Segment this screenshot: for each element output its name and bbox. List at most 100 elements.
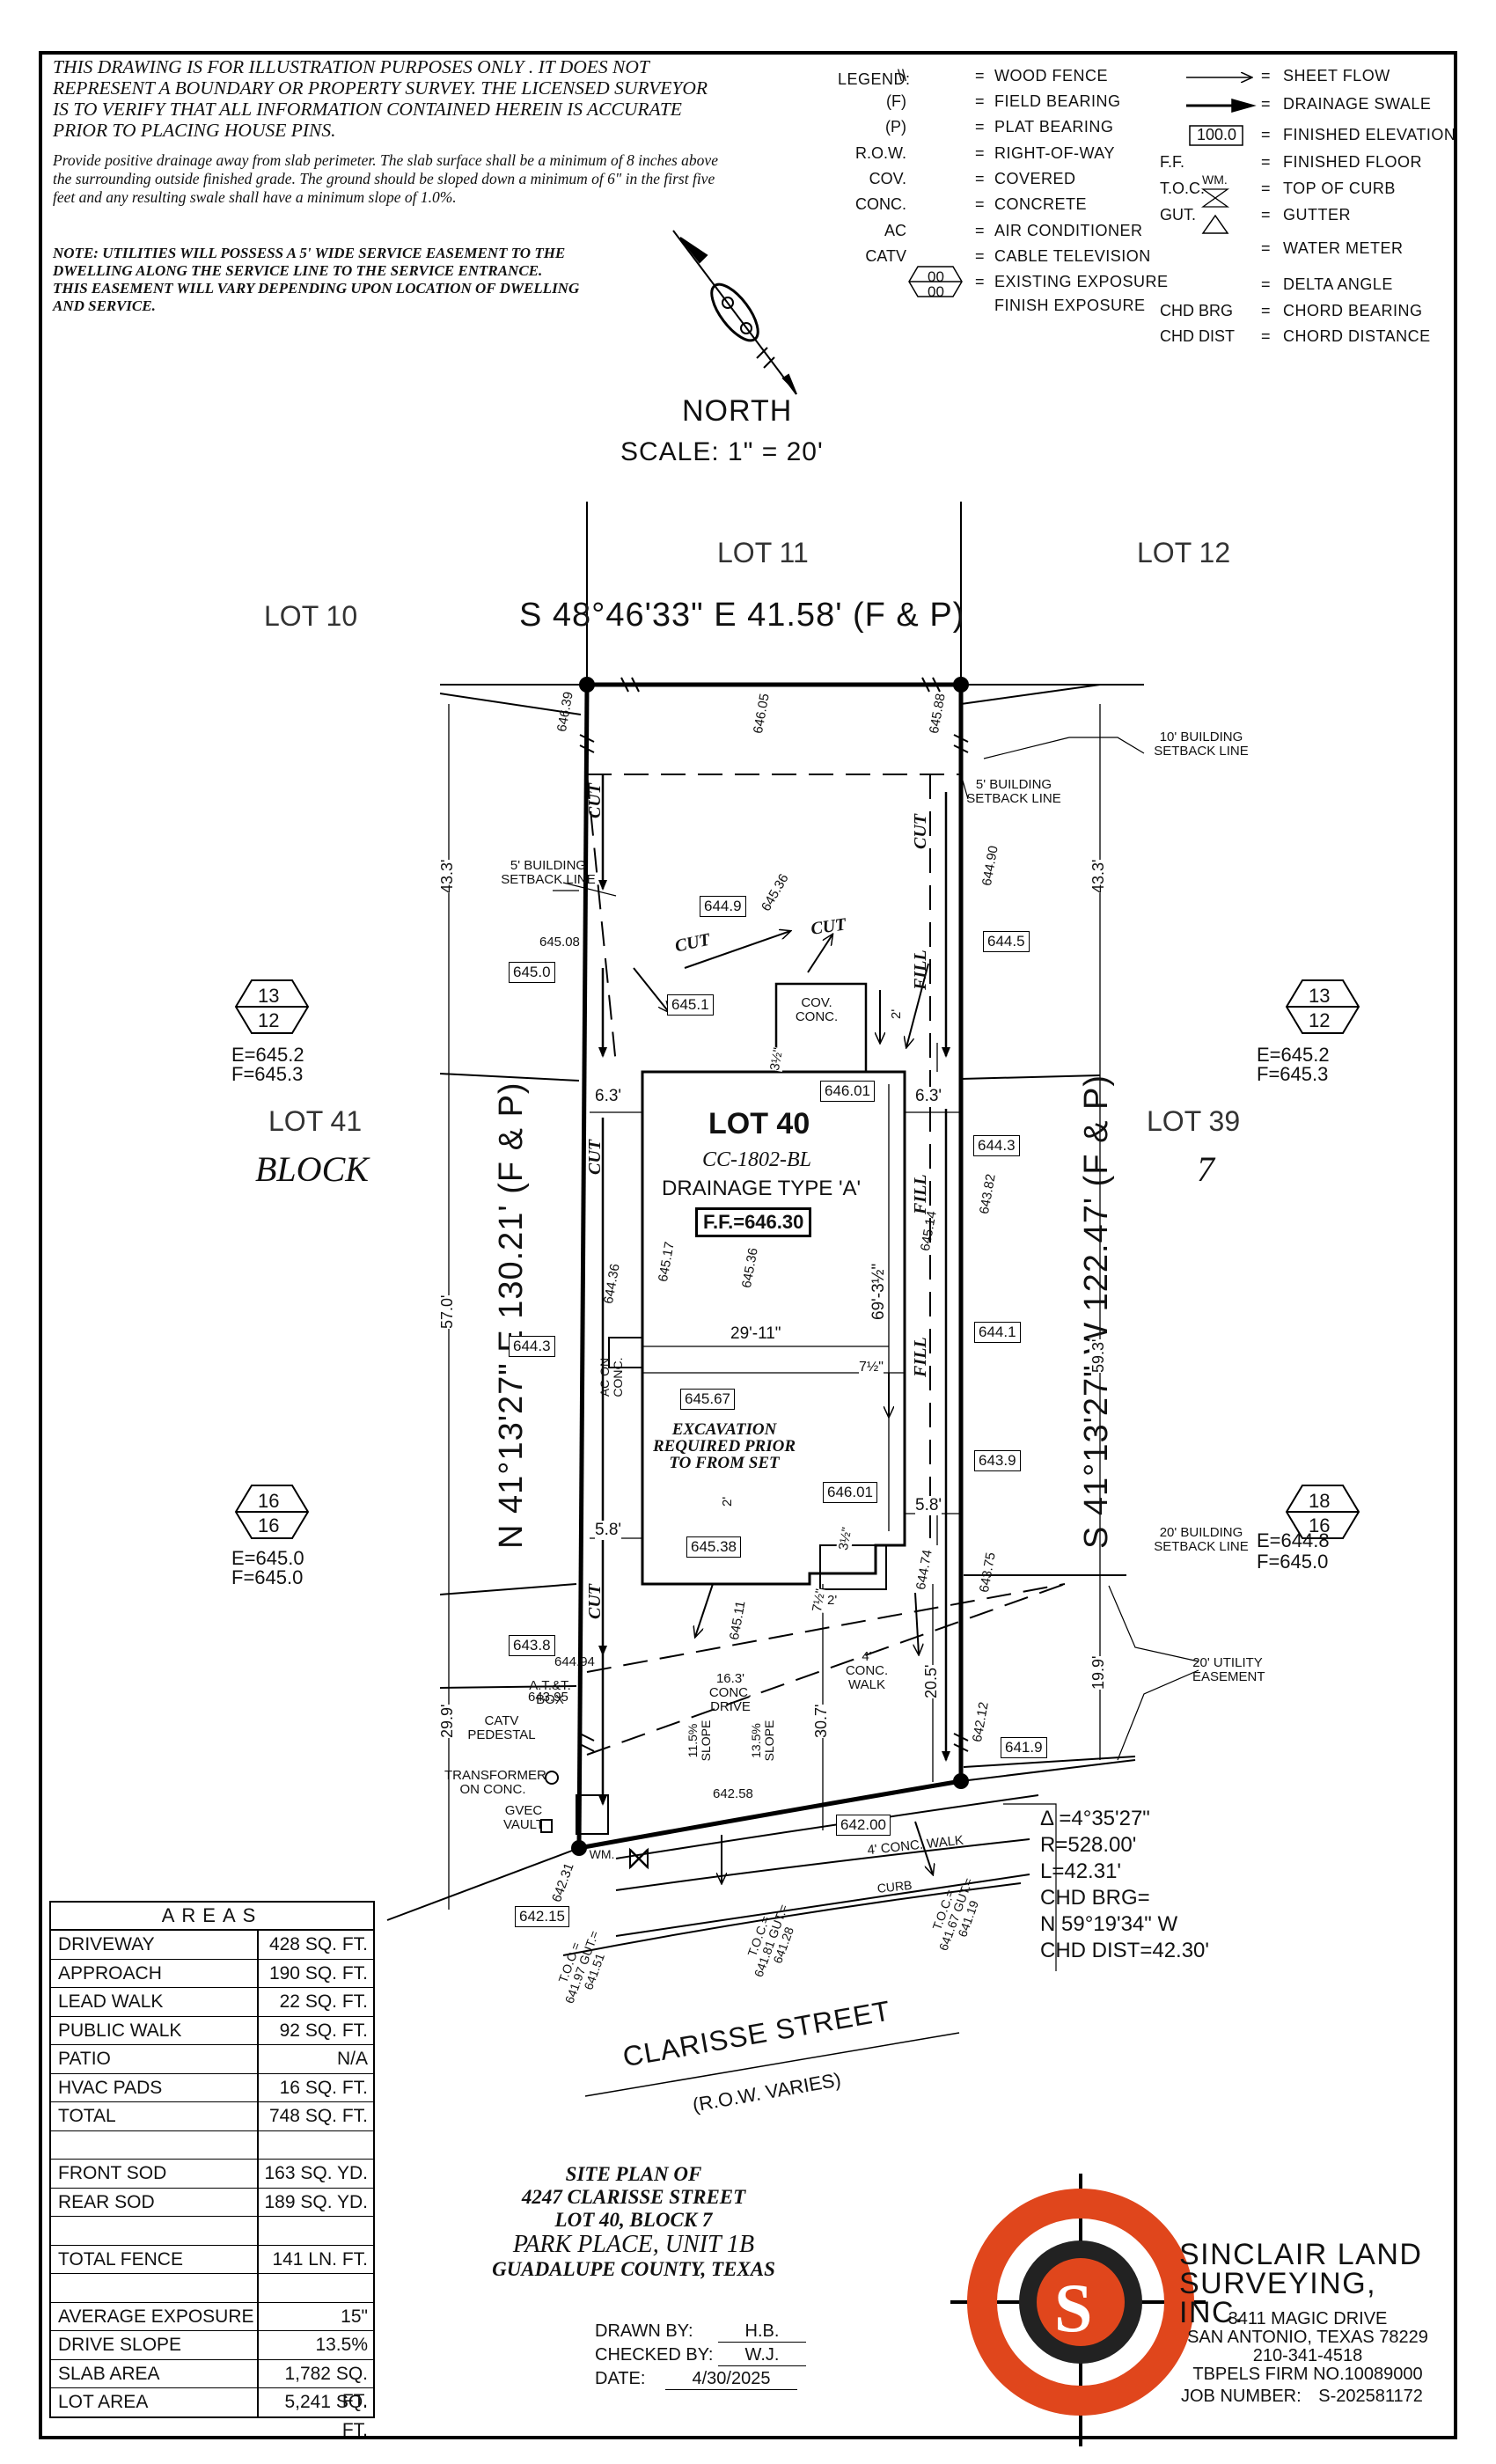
dimension-label: 30.7' [812,1704,831,1738]
plan-label-setback5-l: 5' BUILDING SETBACK LINE [501,858,596,887]
boxed-elevation: 645.1 [667,994,714,1016]
exposure-left-upper-top: 13 [258,985,280,1007]
legend-right-desc-8: CHORD BEARING [1283,302,1423,319]
legend-eq-4: = [975,170,985,187]
legend-right-eq-3: = [1261,153,1271,171]
legend-right-eq-5: = [1261,206,1271,224]
dimension-label: 43.3' [438,859,457,893]
exposure-right-lower-bottom: 16 [1309,1514,1331,1536]
legend-desc-7: CABLE TELEVISION [994,247,1151,265]
legend-right-desc-1: DRAINAGE SWALE [1283,95,1432,113]
job-number-label: JOB NUMBER: [1181,2387,1302,2406]
dimension-label: 2' [889,1008,904,1019]
boxed-elevation: 644.5 [983,931,1030,952]
curve-radius: R=528.00' [1040,1833,1137,1857]
dimension-label: 29.9' [438,1704,457,1738]
boxed-elevation: 643.8 [509,1635,555,1656]
areas-row-label: LOT AREA [51,2388,259,2416]
legend-right-desc-9: CHORD DISTANCE [1283,327,1431,345]
lot-41-label: LOT 41 [268,1105,363,1137]
plan-label-walk4: 4' CONC. WALK [845,1649,889,1692]
legend-right-desc-3: FINISHED FLOOR [1283,153,1423,171]
areas-row-value: 1,782 SQ. FT. [284,2363,368,2412]
exposure-left-lower-bottom: 16 [258,1514,280,1536]
areas-row-value: 16 SQ. FT. [279,2077,368,2098]
areas-row-label: TOTAL [51,2102,259,2130]
spot-elevation: 644.94 [554,1654,595,1669]
right-bearing: S 41°13'27" W 122.47' (F & P) [1078,1074,1115,1549]
date-value: 4/30/2025 [665,2369,797,2390]
areas-row-label: LEAD WALK [51,1988,259,2016]
cut-fill-stamp: FILL [911,950,930,990]
sheet-border [39,51,1457,2439]
legend-right-eq-0: = [1261,67,1271,84]
curve-delta: Δ =4°35'27" [1040,1807,1150,1830]
cut-fill-stamp: CUT [911,814,930,849]
legend-key-4: COV. [869,170,906,187]
spot-elevation: 645.08 [539,935,580,950]
legend-exposure-desc-2: FINISH EXPOSURE [994,297,1146,314]
dimension-label: 7½" [859,1360,884,1375]
legend-right-eq-8: = [1261,302,1271,319]
areas-row-label: HVAC PADS [51,2073,259,2101]
legend-desc-4: COVERED [994,170,1076,187]
property-boundary [576,682,964,1851]
company-logo [950,2174,1206,2446]
boxed-elevation: 645.67 [680,1389,735,1410]
street-curbs [562,1794,1039,2097]
areas-row-value: 190 SQ. FT. [268,1962,368,1984]
areas-row-value: 428 SQ. FT. [268,1934,368,1954]
house-plan: CC-1802-BL [702,1148,812,1171]
legend-right-desc-5: GUTTER [1283,206,1351,224]
exposure-hexagons [234,979,1360,1539]
boxed-elevation: 644.1 [974,1322,1021,1343]
finished-floor: F.F.=646.30 [695,1207,812,1237]
legend-right-key-2: 100.0 [1197,126,1237,143]
property-corners [571,677,969,1856]
checked-by-value: W.J. [718,2345,806,2366]
areas-row [51,2130,373,2160]
exposure-right-lower-f: F=645.0 [1257,1551,1329,1573]
areas-row-label: REAR SOD [51,2188,259,2216]
areas-row-label [51,2274,259,2302]
legend-eq-7: = [975,247,985,265]
left-bearing: N 41°13'27" E 130.21' (F & P) [493,1082,530,1549]
title-county: GUADALUPE COUNTY, TEXAS [492,2258,775,2280]
legend-desc-6: AIR CONDITIONER [994,222,1143,239]
company-firm: TBPELS FIRM NO.10089000 [1192,2365,1423,2384]
spot-elevation: 642.58 [713,1786,753,1801]
plan-label-catv: CATV PEDESTAL [467,1713,536,1742]
logo-letter: S [1054,2270,1093,2346]
legend-key-0: \\ [897,67,906,84]
drawn-by-label: DRAWN BY: [595,2321,693,2341]
areas-row-value [259,2131,373,2160]
plan-label-drive: 16.3' CONC. DRIVE [708,1671,752,1714]
boxed-elevation: 643.9 [974,1450,1021,1471]
legend-right-key-6: WM. [1202,172,1228,187]
house-slab [608,982,906,1590]
spot-elevation: 643.95 [528,1690,568,1705]
boxed-elevation: 642.00 [836,1815,891,1836]
exposure-left-lower-f: F=645.0 [231,1566,304,1588]
legend-key-1: (F) [886,92,906,110]
fence-ticks [579,677,969,1752]
legend-right-key-5: GUT. [1160,206,1197,224]
legend-eq-1: = [975,92,985,110]
areas-row-value: 748 SQ. FT. [268,2106,368,2126]
boxed-elevation: 646.01 [823,1482,877,1503]
utility-note: NOTE: UTILITIES WILL POSSESS A 5' WIDE S… [53,245,580,314]
areas-row-value: 141 LN. FT. [272,2248,368,2270]
areas-row-value: 92 SQ. FT. [279,2020,368,2041]
drainage-note: Provide positive drainage away from slab… [53,151,718,206]
drainage-arrows [598,774,950,1883]
legend-right-eq-1: = [1261,95,1271,113]
boxed-elevation: 646.01 [820,1081,875,1102]
legend-right-eq-7: = [1261,275,1271,293]
legend-desc-5: CONCRETE [994,195,1088,213]
exposure-left-upper-f: F=645.3 [231,1063,304,1085]
